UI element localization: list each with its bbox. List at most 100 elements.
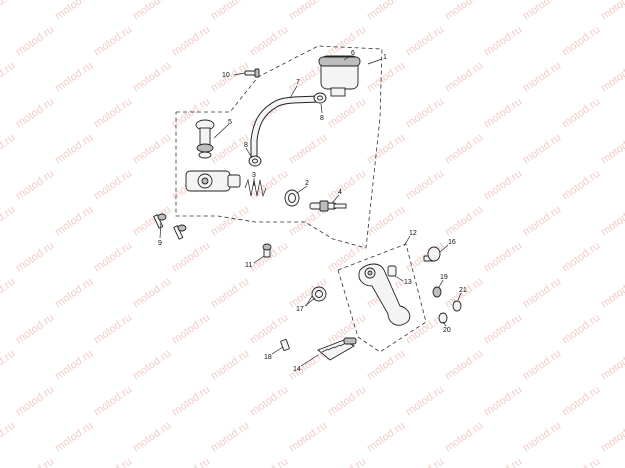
watermark-text: motod.ru: [170, 24, 212, 59]
watermark-text: motod.ru: [560, 456, 602, 468]
reservoir-part[interactable]: [318, 55, 361, 97]
watermark-text: motod.ru: [14, 24, 56, 59]
washer-20-part[interactable]: [438, 312, 448, 324]
pivot-bolt-part[interactable]: [423, 246, 441, 262]
watermark-text: motod.ru: [443, 132, 485, 167]
callout-4: 4: [338, 189, 342, 196]
watermark-text: motod.ru: [209, 276, 251, 311]
watermark-text: motod.ru: [599, 420, 625, 455]
watermark-text: motod.ru: [365, 60, 407, 95]
watermark-text: motod.ru: [131, 276, 173, 311]
watermark-text: motod.ru: [14, 312, 56, 347]
callout-5: 5: [228, 119, 232, 126]
bolt-11-part[interactable]: [262, 243, 272, 258]
watermark-text: motod.ru: [482, 168, 524, 203]
callout-14: 14: [293, 366, 301, 373]
callout-8-upper: 8: [320, 115, 324, 122]
washer-19-part[interactable]: [432, 286, 442, 298]
watermark-text: motod.ru: [599, 204, 625, 239]
watermark-text: motod.ru: [53, 132, 95, 167]
watermark-text: motod.ru: [404, 384, 446, 419]
return-spring-part[interactable]: [305, 286, 327, 307]
master-cylinder-body-part[interactable]: [185, 170, 241, 192]
watermark-text: motod.ru: [365, 204, 407, 239]
bolt-10-part[interactable]: [244, 68, 260, 78]
watermark-text: motod.ru: [287, 132, 329, 167]
bolt-9-part-b[interactable]: [173, 224, 187, 240]
brake-pedal-arm-part[interactable]: [358, 263, 411, 326]
watermark-text: motod.ru: [443, 204, 485, 239]
watermark-text: motod.ru: [404, 456, 446, 468]
watermark-text: motod.ru: [404, 168, 446, 203]
watermark-text: motod.ru: [170, 312, 212, 347]
watermark-text: motod.ru: [170, 384, 212, 419]
watermark-text: motod.ru: [560, 312, 602, 347]
watermark-text: motod.ru: [521, 348, 563, 383]
hose-clamp-part-upper[interactable]: [313, 92, 327, 104]
watermark-text: motod.ru: [0, 132, 17, 167]
watermark-text: motod.ru: [248, 384, 290, 419]
pin-18-part[interactable]: [280, 339, 290, 351]
callout-20: 20: [443, 327, 451, 334]
watermark-text: motod.ru: [287, 0, 329, 22]
watermark-text: motod.ru: [560, 384, 602, 419]
callout-3: 3: [252, 172, 256, 179]
watermark-text: motod.ru: [365, 348, 407, 383]
watermark-text: motod.ru: [365, 420, 407, 455]
watermark-text: motod.ru: [521, 276, 563, 311]
callout-16: 16: [448, 239, 456, 246]
watermark-text: motod.ru: [599, 60, 625, 95]
watermark-text: motod.ru: [92, 24, 134, 59]
watermark-text: motod.ru: [365, 132, 407, 167]
watermark-text: motod.ru: [131, 132, 173, 167]
seal-ring-part[interactable]: [284, 189, 300, 207]
callout-21: 21: [459, 287, 467, 294]
watermark-text: motod.ru: [53, 420, 95, 455]
watermark-text: motod.ru: [131, 204, 173, 239]
callout-9: 9: [158, 240, 162, 247]
watermark-text: motod.ru: [92, 240, 134, 275]
callout-17: 17: [296, 306, 304, 313]
watermark-text: motod.ru: [92, 384, 134, 419]
watermark-text: motod.ru: [53, 204, 95, 239]
watermark-text: motod.ru: [521, 0, 563, 22]
callout-12: 12: [409, 230, 417, 237]
watermark-text: motod.ru: [131, 420, 173, 455]
watermark-text: motod.ru: [92, 96, 134, 131]
watermark-text: motod.ru: [0, 348, 17, 383]
foot-pedal-part[interactable]: [317, 337, 357, 361]
banjo-fitting-part[interactable]: [195, 119, 215, 159]
watermark-text: motod.ru: [482, 240, 524, 275]
watermark-text: motod.ru: [0, 60, 17, 95]
watermark-text: motod.ru: [248, 24, 290, 59]
watermark-text: motod.ru: [521, 204, 563, 239]
bolt-9-part-a[interactable]: [153, 213, 167, 229]
watermark-text: motod.ru: [170, 456, 212, 468]
pushrod-part[interactable]: [309, 200, 347, 212]
callout-1: 1: [383, 54, 387, 61]
assembly-outline-brake-pedal: [337, 243, 427, 353]
clip-21-part[interactable]: [452, 300, 462, 312]
watermark-text: motod.ru: [209, 0, 251, 22]
callout-13: 13: [404, 279, 412, 286]
watermark-text: motod.ru: [482, 456, 524, 468]
spring-part[interactable]: [244, 178, 267, 198]
watermark-text: motod.ru: [0, 204, 17, 239]
watermark-text: motod.ru: [599, 132, 625, 167]
watermark-text: motod.ru: [92, 168, 134, 203]
callout-10: 10: [222, 72, 230, 79]
watermark-text: motod.ru: [92, 456, 134, 468]
watermark-text: motod.ru: [14, 456, 56, 468]
callout-8-lower: 8: [244, 142, 248, 149]
brake-hose-part[interactable]: [250, 95, 322, 164]
watermark-text: motod.ru: [92, 312, 134, 347]
watermark-text: motod.ru: [443, 420, 485, 455]
watermark-text: motod.ru: [209, 420, 251, 455]
watermark-text: motod.ru: [14, 384, 56, 419]
watermark-text: motod.ru: [482, 384, 524, 419]
watermark-text: motod.ru: [326, 24, 368, 59]
watermark-text: motod.ru: [326, 96, 368, 131]
hose-clamp-part-lower[interactable]: [248, 155, 262, 167]
